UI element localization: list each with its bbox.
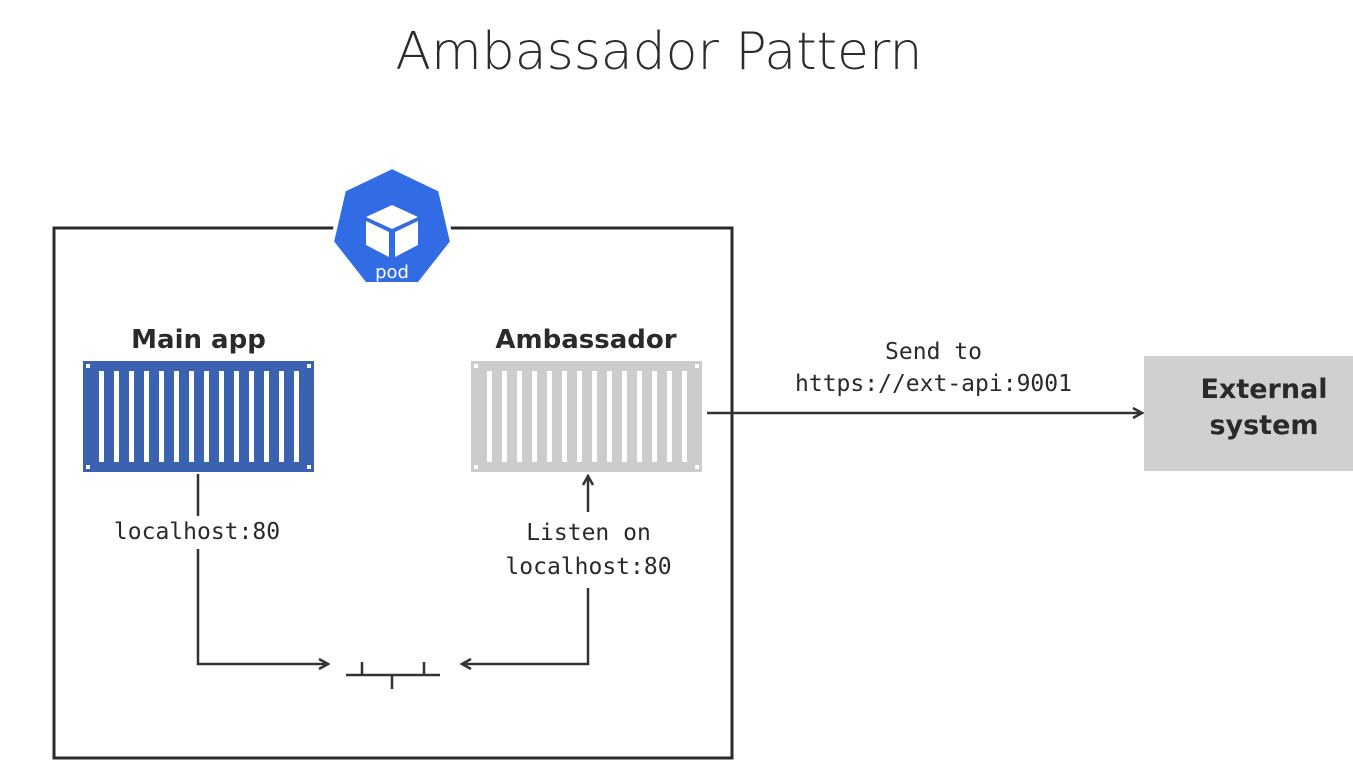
pod-icon [329, 164, 455, 286]
ambassador-label: Ambassador [495, 325, 677, 355]
main-app-connection-label: localhost:80 [96, 516, 298, 549]
ambassador-listen-line1: Listen on [488, 517, 689, 550]
slide-title: Ambassador Pattern [395, 22, 923, 82]
outbound-label-line2: https://ext-api:9001 [795, 371, 1072, 397]
localhost-to-ambassador-connector [462, 588, 590, 664]
external-system-line2: system [1209, 410, 1319, 441]
external-system-line1: External [1200, 374, 1328, 405]
outbound-label-line1: Send to [885, 339, 982, 365]
ambassador-container-icon [471, 361, 702, 472]
main-app-container-icon [83, 361, 314, 472]
main-app-label: Main app [131, 325, 266, 355]
localhost-port-icon [346, 662, 440, 689]
external-system-label: External system [1164, 372, 1353, 444]
pod-label: pod [375, 262, 409, 283]
ambassador-listen-line2: localhost:80 [488, 551, 689, 584]
external-system-box [1144, 356, 1353, 471]
main-app-connector [196, 474, 328, 664]
